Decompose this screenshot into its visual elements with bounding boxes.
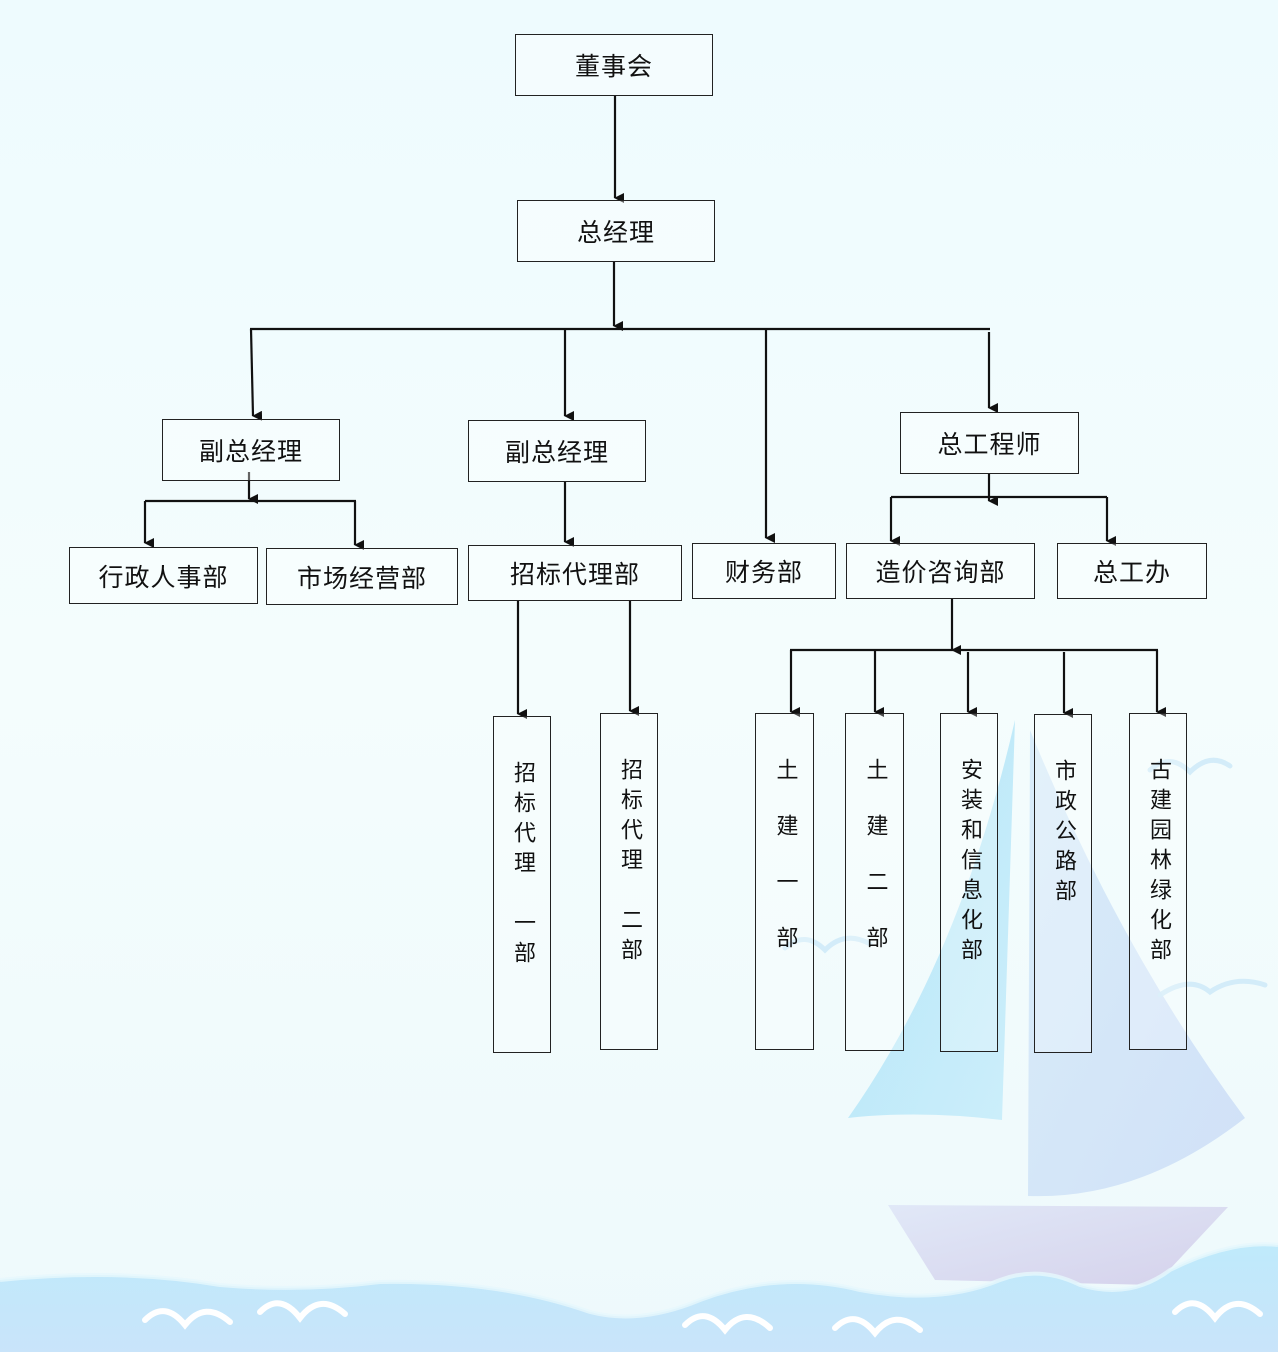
- sea-waves: [0, 1244, 1278, 1352]
- node-board: 董事会: [515, 34, 713, 96]
- node-municipal-road: 市政公路部: [1034, 714, 1092, 1053]
- sailboat-icon: [848, 720, 1245, 1285]
- node-install-info: 安装和信息化部: [940, 713, 998, 1052]
- node-bidding-1: 招标代理 一部: [493, 716, 551, 1053]
- node-bidding-agency: 招标代理部: [468, 545, 682, 601]
- node-marketing: 市场经营部: [266, 548, 458, 605]
- node-admin-hr: 行政人事部: [69, 547, 258, 604]
- node-cost-consulting: 造价咨询部: [846, 543, 1035, 599]
- node-civil-2: 土建二部: [845, 713, 904, 1051]
- node-deputy-gm-1: 副总经理: [162, 419, 340, 481]
- node-deputy-gm-2: 副总经理: [468, 420, 646, 482]
- node-chief-eng-office: 总工办: [1057, 543, 1207, 599]
- node-landscape: 古建园林绿化部: [1129, 713, 1187, 1050]
- node-chief-engineer: 总工程师: [900, 412, 1079, 474]
- node-civil-1: 土建一部: [755, 713, 814, 1050]
- node-finance: 财务部: [692, 543, 836, 599]
- node-bidding-2: 招标代理 二部: [600, 713, 658, 1050]
- node-general-manager: 总经理: [517, 200, 715, 262]
- seagull-icons: [142, 1300, 1263, 1338]
